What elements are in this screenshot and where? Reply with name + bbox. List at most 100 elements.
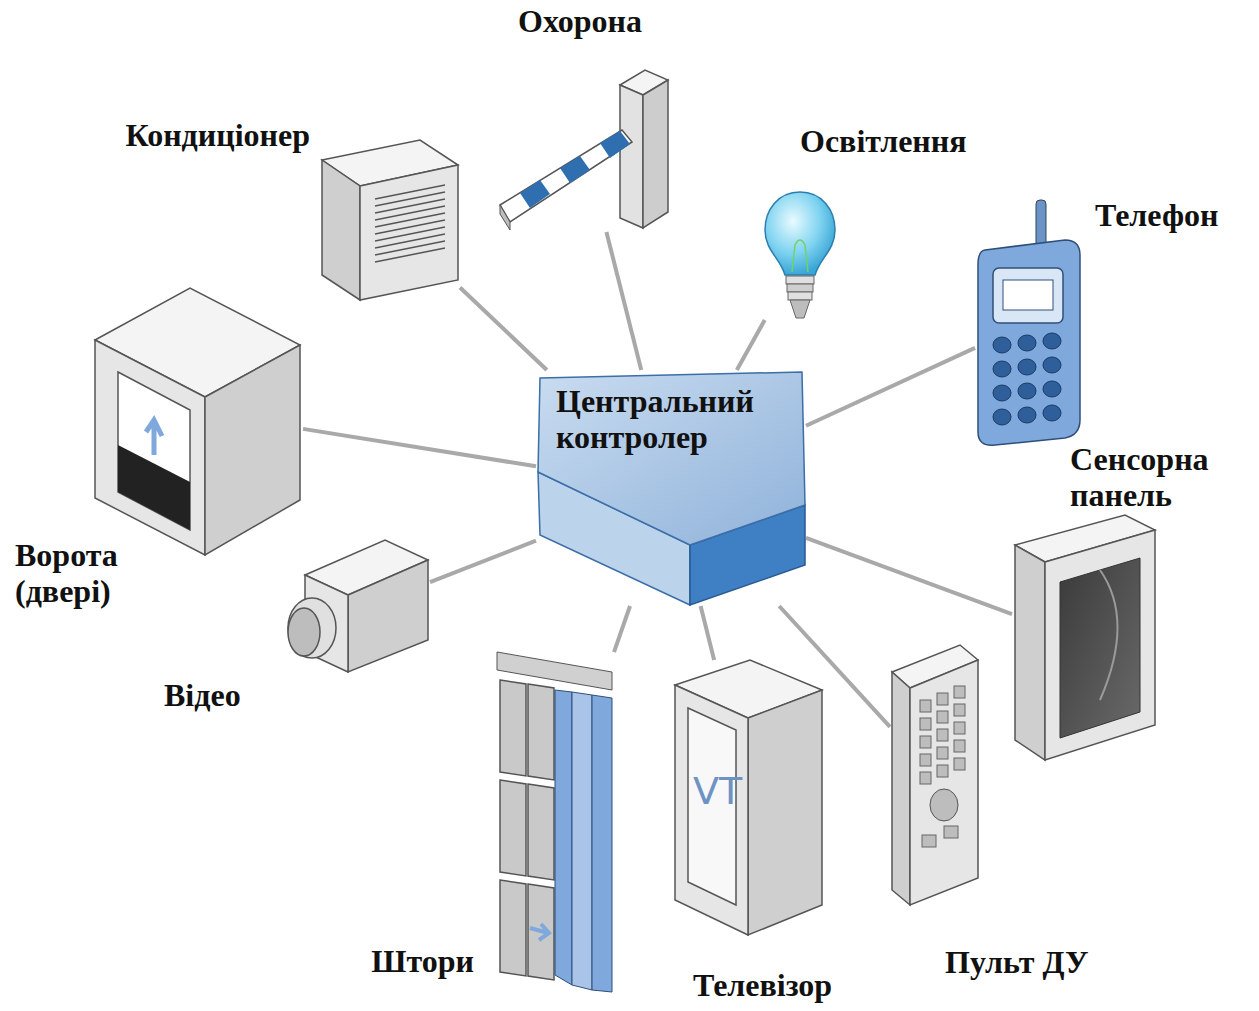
keypad-part [1043,381,1061,397]
remote-icon [892,645,978,905]
barrier-icon [500,70,668,230]
remote-buttons-part [937,693,948,705]
camera-icon-part [288,598,336,658]
keypad-part [1018,359,1036,375]
tv-icon-part [748,690,822,935]
device-node: Кондиціонер [320,140,460,302]
gate-icon-part [205,345,300,555]
connector-line [303,429,536,466]
remote-buttons-part [937,711,948,723]
remote-buttons [920,686,965,847]
remote-buttons-part [920,754,931,766]
barrier-icon-part [500,130,632,222]
keypad-part [1018,407,1036,423]
light-bulb-icon-part [788,292,812,300]
connector-line [460,288,547,370]
camera-icon-part [348,560,428,672]
phone-icon [978,200,1080,445]
device-node: Сенсорна панель [1012,520,1158,762]
gate-icon-part [118,372,190,530]
barrier-icon-part [643,80,668,228]
keypad-part [993,361,1011,377]
connector-line [701,606,715,660]
barrier-icon-part [520,180,550,208]
tv-icon [675,660,822,935]
grill-lines-part [375,213,445,227]
touch-panel-icon [1015,515,1155,760]
device-node: Ворота (двері) [93,288,303,536]
keypad-part [993,385,1011,401]
keypad-part [1018,383,1036,399]
connector-line [430,541,536,582]
keypad-part [1043,357,1061,373]
connector-line [806,538,1012,614]
device-node: Штори [496,652,614,992]
window-grid-part [528,884,554,980]
touch-panel-icon-part [1060,558,1140,738]
connector-line [606,232,641,370]
device-label: Телефон [1095,198,1218,234]
light-bulb-icon-part [787,284,813,292]
keypad [993,333,1061,425]
device-label: Штори [371,944,474,980]
window-grid-part [500,680,526,776]
remote-buttons-part [920,772,931,784]
curtains-icon-part [530,924,549,940]
camera-icon [288,540,428,672]
controller-icon [538,372,805,605]
touch-panel-icon-part [1100,570,1118,700]
gate-icon-part [95,340,205,555]
device-node: Телефон [975,198,1083,448]
device-label: Відео [164,678,241,714]
tv-icon-part [675,685,748,935]
remote-buttons-part [954,722,965,734]
device-label: Телевізор [693,968,832,1004]
remote-buttons-part [937,747,948,759]
window-grid-part [528,784,554,880]
connector-line [806,348,975,426]
keypad-part [1043,405,1061,421]
controller-label: Центральний контролер [556,384,801,456]
window-grid-part [500,780,526,876]
curtains-icon-part [555,690,572,985]
device-node: Відео [302,540,430,674]
light-bulb-icon-part [786,276,814,284]
remote-buttons-part [954,740,965,752]
window-grid-part [500,880,526,976]
curtains-icon [497,652,612,992]
keypad-part [993,337,1011,353]
device-label: Пульт ДУ [945,945,1088,981]
gate-icon-part [118,445,190,530]
grill-lines [375,185,445,262]
grill-lines-part [375,241,445,255]
window-grid [500,680,554,980]
device-node: Пульт ДУ [890,645,980,907]
barrier-icon-part [620,85,643,228]
remote-icon-part [892,672,910,905]
keypad-part [993,409,1011,425]
air-conditioner-icon-part [322,160,360,300]
remote-buttons-part [920,718,931,730]
phone-icon-part [1003,280,1053,310]
grill-lines-part [375,199,445,213]
barrier-icon-part [500,205,510,230]
gate-icon-part [146,420,162,455]
keypad-part [1043,333,1061,349]
gate-icon [95,288,300,555]
barrier-icon-part [560,156,590,183]
grill-lines-part [375,185,445,199]
barrier-icon-part [600,131,630,158]
window-grid-part [528,684,554,780]
remote-buttons-part [937,729,948,741]
remote-buttons-part [937,765,948,777]
air-conditioner-icon-part [360,165,458,300]
device-node: Охорона [500,62,670,232]
controller-box: Центральний контролер [536,370,806,606]
remote-buttons-part [944,826,958,838]
device-label: Охорона [518,4,642,40]
light-bulb-icon-part [792,240,808,272]
phone-icon-part [993,268,1063,323]
grill-lines-part [375,248,445,262]
remote-buttons-part [954,758,965,770]
device-label: Кондиціонер [126,118,310,154]
